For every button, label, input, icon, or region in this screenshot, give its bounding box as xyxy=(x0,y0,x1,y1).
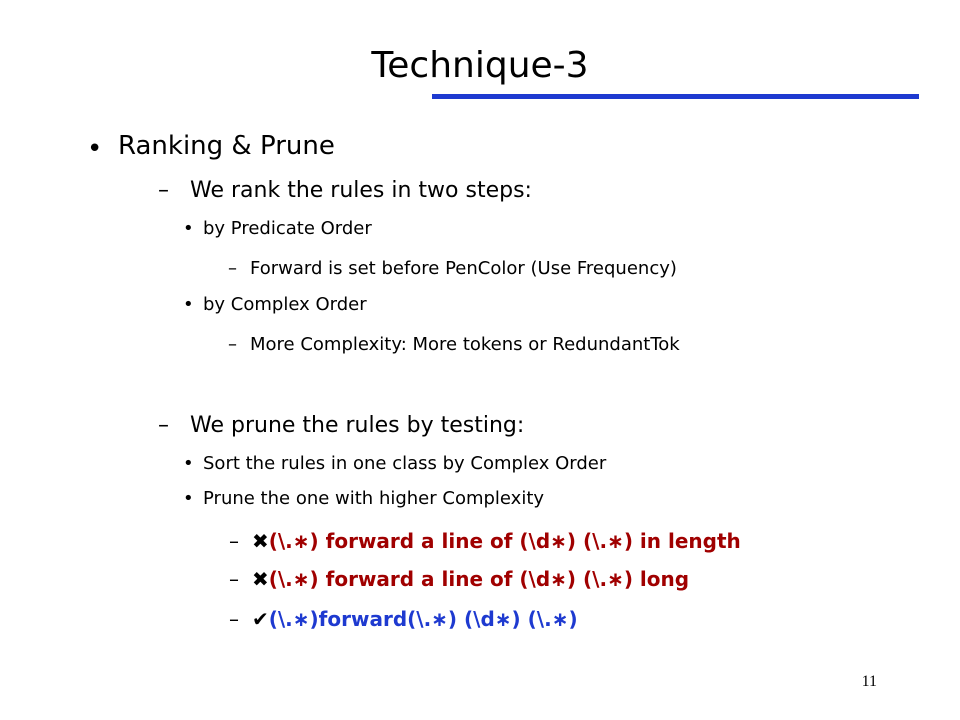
rule-line-3: – ✔(\.∗)forward(\.∗) (\d∗) (\.∗) xyxy=(229,605,578,633)
rank-steps-text: We rank the rules in two steps: xyxy=(190,178,532,203)
rule-text: (\.∗) forward a line of (\d∗) (\.∗) in l… xyxy=(268,529,741,553)
bullet-marker: • xyxy=(183,218,194,239)
page-number: 11 xyxy=(861,673,877,690)
dash-marker: – xyxy=(229,567,239,591)
predicate-order-text: by Predicate Order xyxy=(203,218,372,239)
dash-marker: – xyxy=(158,413,169,438)
bullet-marker: • xyxy=(183,453,194,474)
cross-mark-icon: ✖ xyxy=(251,529,269,553)
slide-title: Technique-3 xyxy=(371,45,589,86)
bullet-marker: • xyxy=(183,488,194,509)
heading-ranking-prune: Ranking & Prune xyxy=(118,131,335,161)
bullet-marker: • xyxy=(87,134,103,164)
check-mark-icon: ✔ xyxy=(251,607,269,631)
rule-line-2: – ✖(\.∗) forward a line of (\d∗) (\.∗) l… xyxy=(229,565,689,593)
title-underline xyxy=(432,94,919,99)
forward-before-pencolor-text: Forward is set before PenColor (Use Freq… xyxy=(250,258,677,279)
more-complexity-text: More Complexity: More tokens or Redundan… xyxy=(250,334,680,355)
rule-line-1: – ✖(\.∗) forward a line of (\d∗) (\.∗) i… xyxy=(229,527,741,555)
sort-rules-text: Sort the rules in one class by Complex O… xyxy=(203,453,607,474)
complex-order-text: by Complex Order xyxy=(203,294,367,315)
dash-marker: – xyxy=(229,607,239,631)
dash-marker: – xyxy=(228,258,237,279)
dash-marker: – xyxy=(158,178,169,203)
cross-mark-icon: ✖ xyxy=(251,567,269,591)
dash-marker: – xyxy=(229,529,239,553)
prune-testing-text: We prune the rules by testing: xyxy=(190,413,525,438)
bullet-marker: • xyxy=(183,294,194,315)
dash-marker: – xyxy=(228,334,237,355)
rule-text: (\.∗)forward(\.∗) (\d∗) (\.∗) xyxy=(268,607,578,631)
rule-text: (\.∗) forward a line of (\d∗) (\.∗) long xyxy=(268,567,690,591)
prune-higher-complexity-text: Prune the one with higher Complexity xyxy=(203,488,545,509)
